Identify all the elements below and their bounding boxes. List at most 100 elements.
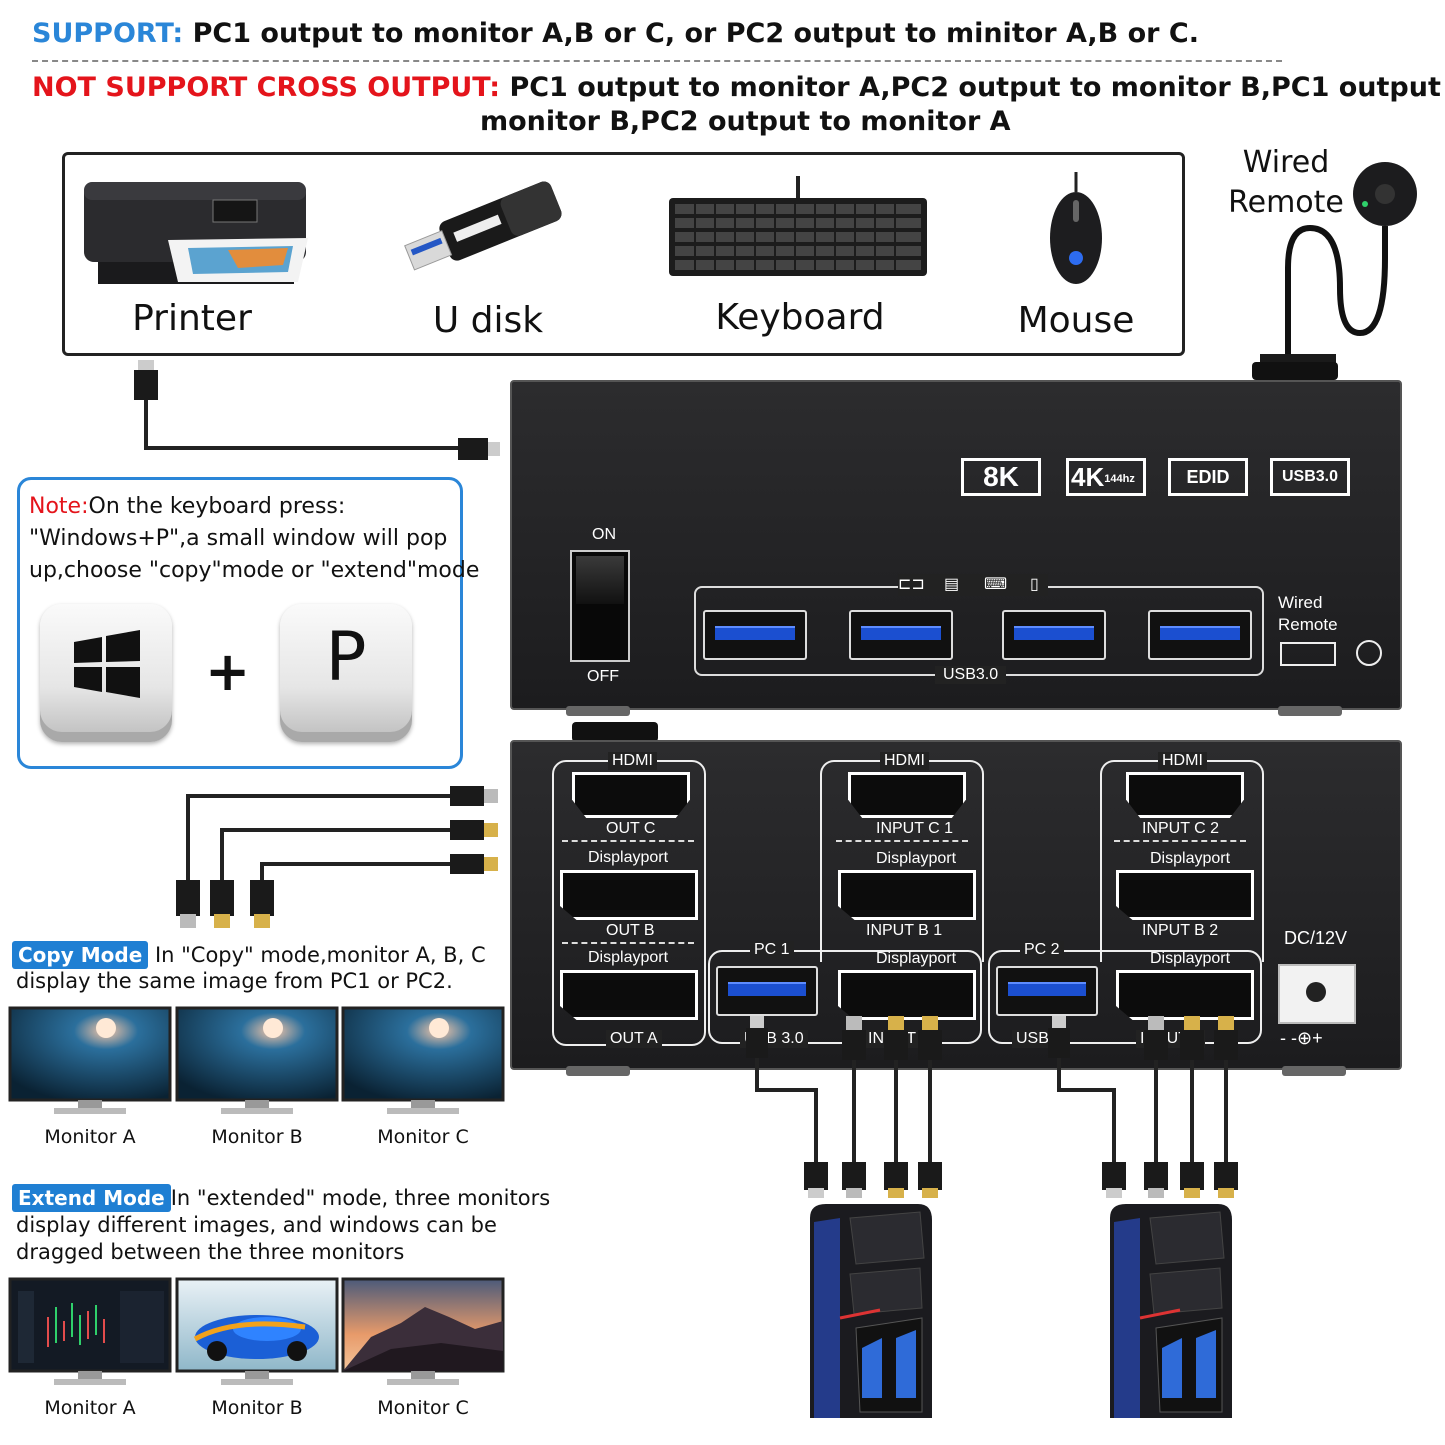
remote-port-line2: Remote (1278, 615, 1338, 634)
copy-mode-badge: Copy Mode (12, 941, 149, 969)
pc1-label: PC 1 (750, 941, 794, 959)
usb-port-1[interactable] (703, 610, 807, 660)
input-c1-label: INPUT C 1 (876, 820, 954, 837)
extend-monitor-b-label: Monitor B (211, 1397, 303, 1419)
in2-dp-label-1: Displayport (1150, 850, 1231, 867)
note-line-2: "Windows+P",a small window will pop (29, 526, 448, 551)
badge-4k: 4K144hz (1066, 458, 1146, 496)
badge-4k-sub: 144hz (1104, 473, 1135, 486)
dc-label: DC/12V (1284, 928, 1348, 948)
windows-key (40, 604, 172, 742)
pc1-tower-icon (810, 1204, 932, 1418)
copy-monitor-c-label: Monitor C (377, 1126, 469, 1148)
pc1-usb-port[interactable] (716, 966, 818, 1016)
not-support-text-2: monitor B,PC2 output to monitor A (480, 106, 1011, 137)
badge-usb3: USB3.0 (1270, 458, 1350, 496)
header-divider (32, 60, 1282, 62)
dc-power-jack[interactable] (1278, 964, 1356, 1024)
badge-edid: EDID (1168, 458, 1248, 496)
support-line: SUPPORT: PC1 output to monitor A,B or C,… (32, 18, 1199, 49)
out-c-hdmi-port[interactable] (572, 772, 690, 818)
copy-monitor-a (8, 1006, 172, 1114)
p-key-letter: P (325, 618, 367, 697)
extend-monitor-a (8, 1277, 172, 1385)
copy-monitor-a-label: Monitor A (44, 1126, 136, 1148)
mouse-icon (1050, 172, 1102, 284)
p-key: P (280, 604, 412, 742)
kvm-foot (1282, 1066, 1346, 1076)
peripheral-label-keyboard: Keyboard (715, 297, 885, 338)
extend-mode-text-2: display different images, and windows ca… (16, 1213, 497, 1237)
peripherals-box (62, 152, 1185, 356)
pc2-usb-port[interactable] (996, 966, 1098, 1016)
out-a-label: OUT A (606, 1030, 662, 1048)
out-hdmi-label: HDMI (608, 752, 657, 770)
input-a1-displayport[interactable] (838, 970, 976, 1020)
badge-8k: 8K (961, 458, 1041, 496)
out-b-displayport[interactable] (560, 870, 698, 920)
pc2-usb-label: USB (1012, 1030, 1053, 1048)
copy-monitor-c (341, 1006, 505, 1114)
copy-monitor-b (175, 1006, 339, 1114)
remote-port-caption: Wired Remote (1278, 592, 1338, 636)
extend-monitor-c-label: Monitor C (377, 1397, 469, 1419)
plus-sign: + (205, 640, 251, 703)
usb-port-icons: ⊏⊐ ▤ ⌨ ▯ (898, 574, 1048, 596)
wired-remote-caption: Wired Remote (1226, 143, 1346, 223)
note-line-3: up,choose "copy"mode or "extend"mode (29, 558, 480, 583)
usb-drive-port-icon: ⊏⊐ (898, 576, 925, 593)
not-support-line: NOT SUPPORT CROSS OUTPUT: PC1 output to … (32, 72, 1445, 103)
monitor-output-cables (176, 786, 498, 928)
printer-port-icon: ▤ (944, 576, 960, 593)
usb-port-3[interactable] (1002, 610, 1106, 660)
out-a-displayport[interactable] (560, 970, 698, 1020)
peripheral-label-udisk: U disk (432, 300, 544, 341)
extend-monitor-a-label: Monitor A (44, 1397, 136, 1419)
pc2-label: PC 2 (1020, 941, 1064, 959)
support-text: PC1 output to monitor A,B or C, or PC2 o… (192, 18, 1199, 49)
input-b2-label: INPUT B 2 (1142, 922, 1219, 939)
kvm-foot (566, 1066, 630, 1076)
pc-input-cables (746, 1016, 1238, 1198)
input-b1-displayport[interactable] (838, 870, 976, 920)
out-b-label: OUT B (606, 922, 655, 939)
in2-hdmi-label: HDMI (1158, 752, 1207, 770)
mouse-port-icon: ▯ (1030, 576, 1039, 593)
in1-dp-label-2: Displayport (876, 950, 957, 967)
in1-dp-label-1: Displayport (876, 850, 957, 867)
input-b2-displayport[interactable] (1116, 870, 1254, 920)
input-c2-hdmi-port[interactable] (1126, 772, 1244, 818)
peripheral-label-mouse: Mouse (1017, 300, 1135, 341)
pc2-input-group (988, 950, 1262, 1044)
out-dp-label-1: Displayport (588, 849, 669, 866)
usb3-label: USB3.0 (935, 666, 1007, 684)
in2-dp-label-2: Displayport (1150, 950, 1231, 967)
extend-monitor-c (341, 1277, 505, 1385)
remote-port-jack-icon (1356, 640, 1382, 666)
pc2-tower-icon (1110, 1204, 1232, 1418)
remote-port[interactable] (1280, 642, 1336, 666)
not-support-text-1: PC1 output to monitor A,PC2 output to mo… (509, 72, 1445, 103)
windows-logo-icon (74, 630, 140, 698)
usb-port-2[interactable] (849, 610, 953, 660)
not-support-label: NOT SUPPORT CROSS OUTPUT: (32, 72, 501, 103)
kvm-back-knob (572, 722, 658, 742)
wired-remote-line1: Wired (1242, 145, 1330, 180)
kvm-front-panel (510, 380, 1402, 710)
power-switch[interactable] (570, 550, 630, 662)
note-text-1: On the keyboard press: (88, 494, 346, 519)
dc-polarity-label: - -⊕+ (1280, 1028, 1323, 1048)
kvm-foot (566, 706, 630, 716)
out-dp-label-2: Displayport (588, 949, 669, 966)
copy-mode-text-2: display the same image from PC1 or PC2. (16, 969, 453, 993)
badge-4k-text: 4K (1071, 462, 1105, 492)
usb-port-4[interactable] (1148, 610, 1252, 660)
note-label: Note: (29, 494, 89, 519)
extend-mode-text-3: dragged between the three monitors (16, 1240, 405, 1264)
in1-hdmi-label: HDMI (880, 752, 929, 770)
input-c1-hdmi-port[interactable] (848, 772, 966, 818)
input-b1-label: INPUT B 1 (866, 922, 943, 939)
printer-usb-cable (134, 360, 500, 460)
out-c-label: OUT C (606, 820, 656, 837)
